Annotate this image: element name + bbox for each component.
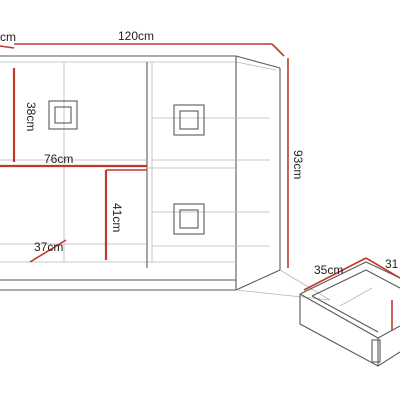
lower-drawer-handle-icon xyxy=(173,203,205,235)
dimension-lines xyxy=(0,43,289,268)
width-label: 120cm xyxy=(118,29,154,43)
cabinet-outline xyxy=(0,55,331,301)
left-door-handle-icon xyxy=(48,100,78,130)
lower-height-label: 41cm xyxy=(110,203,124,232)
inner-width-label: 76cm xyxy=(44,152,73,166)
upper-drawer-handle-icon xyxy=(173,104,205,136)
drawer-depth-label: 35cm xyxy=(314,263,343,277)
dimension-labels: cm 120cm 38cm 76cm 41cm 37cm 93cm 35cm 3… xyxy=(0,29,399,277)
inner-depth-label: 37cm xyxy=(34,240,63,254)
left-shelf-height-label: 38cm xyxy=(24,102,38,131)
total-height-label: 93cm xyxy=(291,150,305,179)
drawer-detail xyxy=(299,257,400,367)
drawer-width-label: 31 xyxy=(385,257,399,271)
depth-top-label: cm xyxy=(0,30,16,44)
